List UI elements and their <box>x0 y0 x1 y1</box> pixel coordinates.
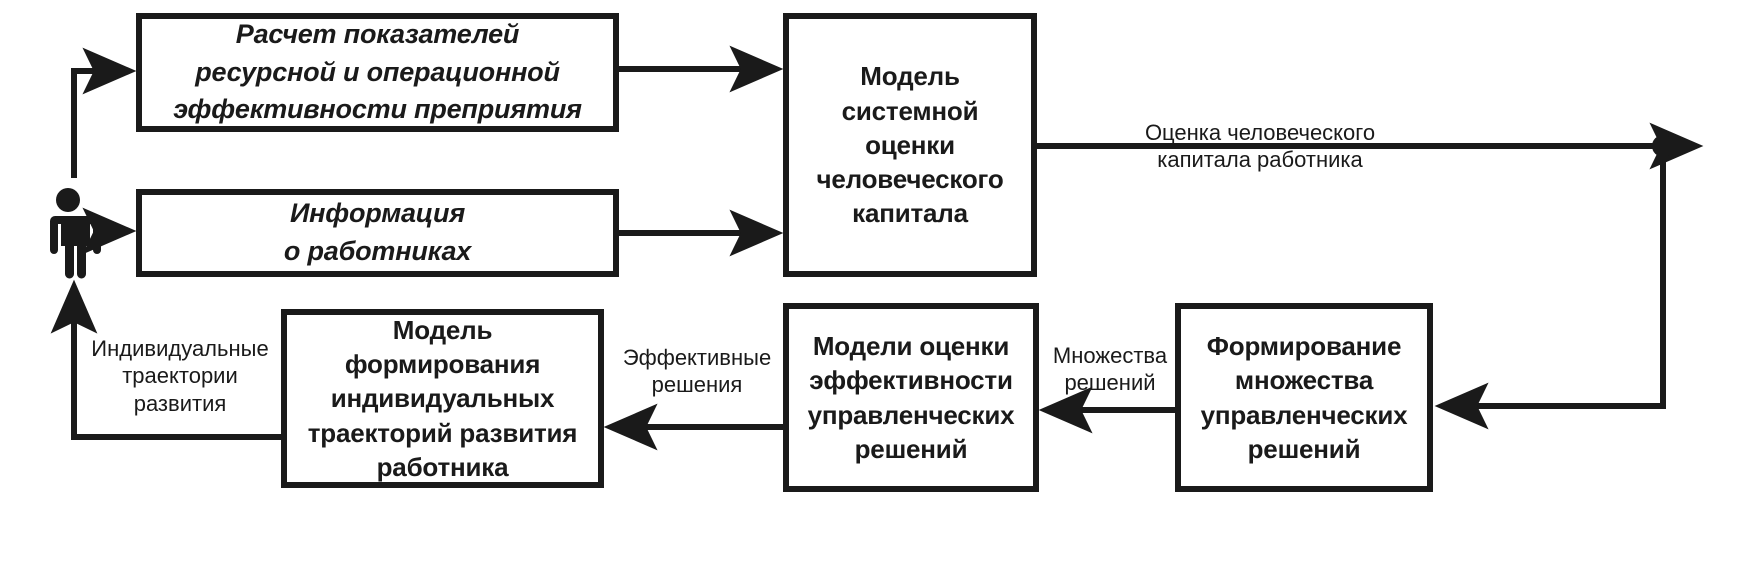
connector-trajectory-to-person <box>50 279 284 440</box>
node-rect-decision-set-formation[interactable] <box>1175 303 1433 492</box>
node-label-calc-indicators: Расчет показателей ресурсной и операцион… <box>173 18 582 125</box>
connector-person-to-calc <box>71 47 137 178</box>
node-label-decision-set-formation: Формирование множества управленческих ре… <box>1200 330 1408 464</box>
node-label-trajectory-model: Модель формирования индивидуальных траек… <box>307 314 578 482</box>
edge-label-human-capital-assessment: Оценка человеческого капитала работника <box>1144 119 1376 173</box>
node-rect-system-assessment-model[interactable] <box>783 13 1037 277</box>
edge-label-individual-trajectories: Индивидуальные траектории развития <box>91 335 269 416</box>
node-rect-trajectory-model[interactable] <box>281 309 604 488</box>
connector-junction-to-decision-set <box>1434 146 1666 430</box>
person-icon <box>50 188 101 279</box>
edge-label-effective-decisions: Эффективные решения <box>622 344 772 398</box>
edge-label-decision-sets: Множества решений <box>1052 342 1168 396</box>
node-label-decision-efficiency-models: Модели оценки эффективности управленческ… <box>807 330 1015 464</box>
node-rect-worker-info[interactable] <box>136 189 619 277</box>
node-label-worker-info: Информация о работниках <box>283 198 472 266</box>
node-rect-decision-efficiency-models[interactable] <box>783 303 1039 492</box>
node-label-system-assessment-model: Модель системной оценки человеческого ка… <box>816 61 1004 229</box>
node-rect-calc-indicators[interactable] <box>136 13 619 132</box>
